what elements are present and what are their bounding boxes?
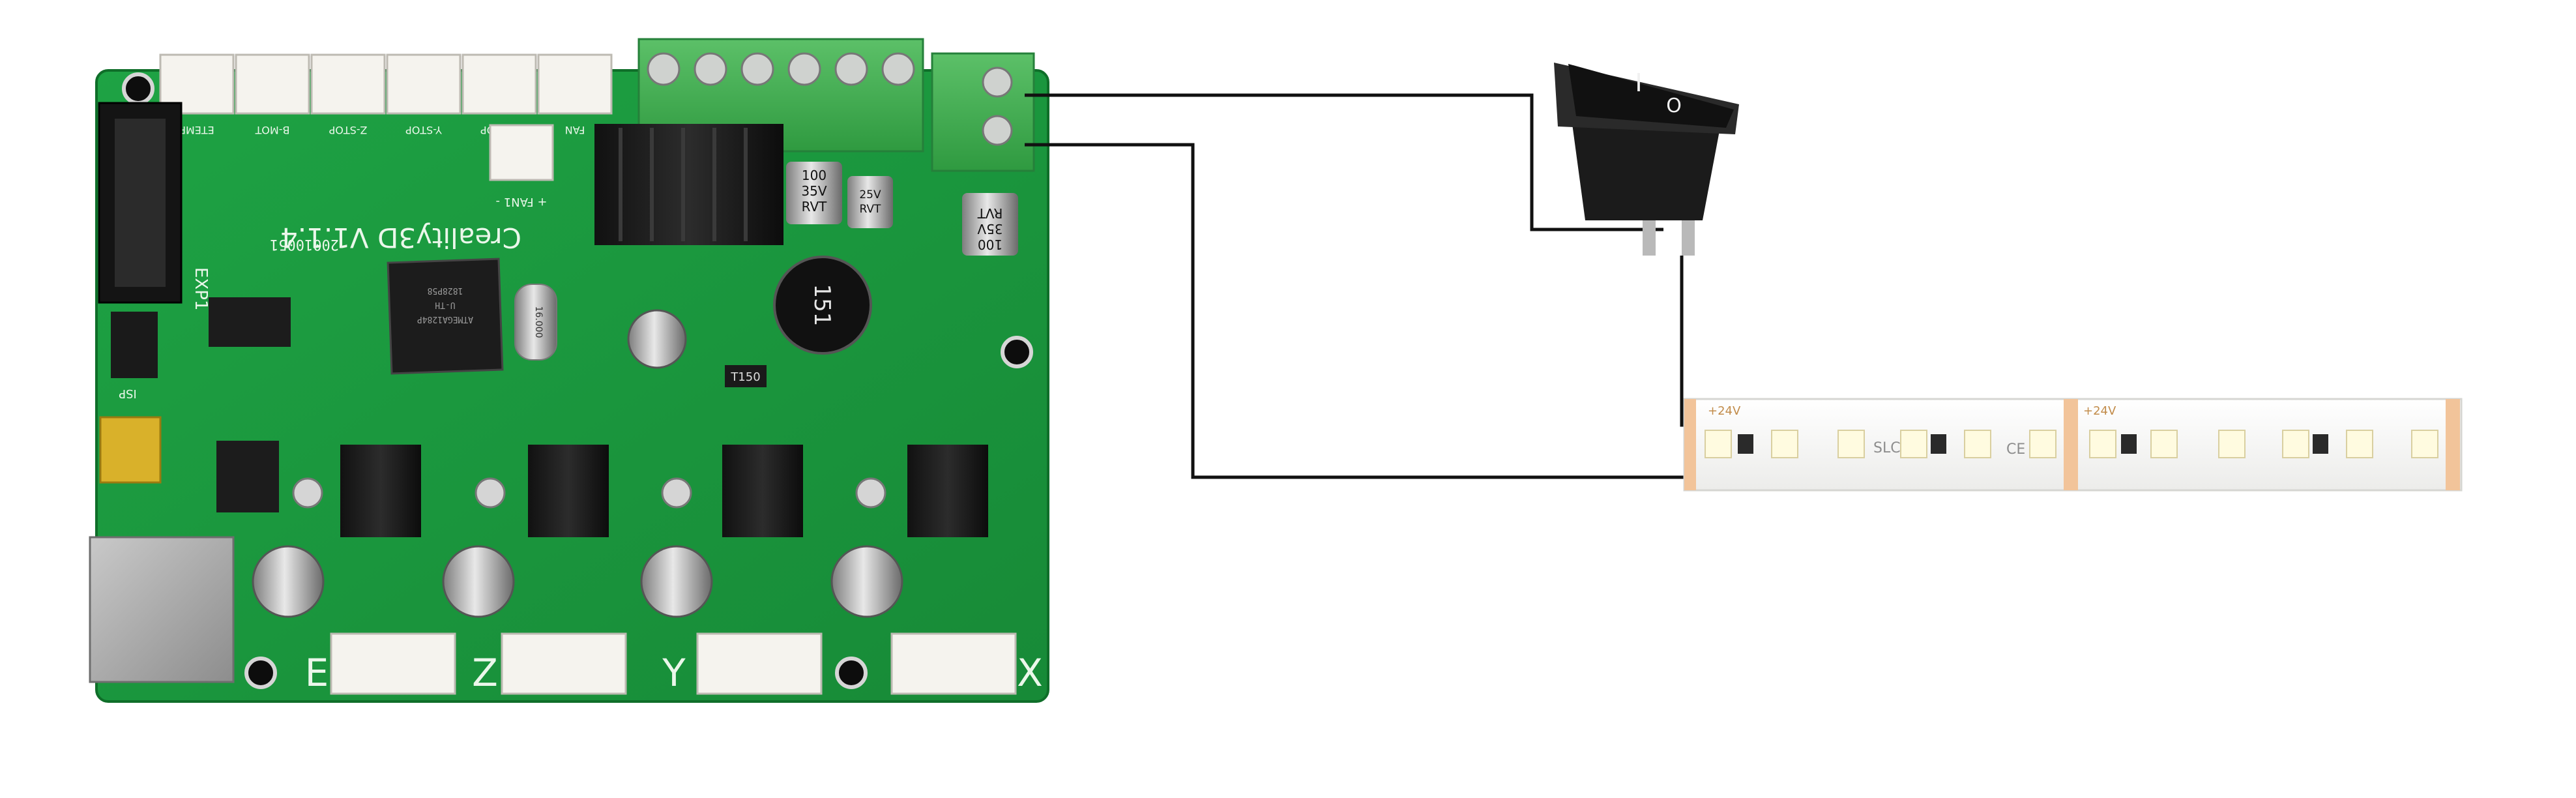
isp-header[interactable] [111, 312, 158, 378]
switch-off-symbol: O [1666, 95, 1682, 117]
axis-label-x: X [1017, 651, 1043, 695]
sd-card-slot[interactable] [89, 536, 235, 683]
strip-leds [1705, 430, 2438, 458]
motor-connectors[interactable] [330, 632, 1017, 695]
motor-connector-z [501, 632, 627, 695]
switch-on-symbol: I [1635, 68, 1642, 97]
connector-bmot[interactable] [235, 53, 310, 115]
inductor-label: 151 [809, 284, 835, 327]
label-bmot: B-MOT [255, 124, 289, 136]
label-etemp: ETEMP [179, 124, 214, 136]
isp-label: ISP [119, 387, 137, 400]
stepper-heatsinks [340, 445, 988, 537]
mcu-line-1: ATMEGA1284P [417, 314, 473, 324]
capacitor-top-2: 25V RVT [847, 176, 893, 228]
connector-fan[interactable] [537, 53, 613, 115]
strip-voltage-label-2: +24V [2083, 404, 2116, 418]
board-name: Creality3D V1.1.4 [280, 222, 521, 254]
exp1-label: EXP1 [191, 267, 211, 310]
wire-terminal-to-switch [1025, 93, 1663, 231]
terminal-screws [647, 52, 915, 86]
axis-label-e: E [305, 651, 329, 695]
strip-mark-text: SLC [1873, 440, 1901, 456]
switch-rocker[interactable] [1568, 64, 1734, 128]
connector-xstop[interactable] [461, 53, 537, 115]
connector-fan1[interactable] [489, 124, 554, 181]
strip-resistors [1738, 434, 2328, 454]
strip-ce-text: CE [2006, 441, 2025, 458]
mounting-hole [835, 657, 868, 689]
label-fan: FAN [565, 124, 585, 136]
label-ystop: Y-STOP [405, 124, 443, 136]
motor-connector-e [330, 632, 456, 695]
main-heatsink [594, 124, 783, 245]
power-terminal[interactable] [931, 52, 1035, 172]
svg-text:35V: 35V [801, 183, 827, 199]
main-heatsink-fins [619, 128, 748, 241]
mcu-chip [387, 258, 504, 375]
mcu-line-3: 1828P58 [428, 286, 463, 295]
strip-solder-pad-right [2446, 399, 2460, 490]
capacitor-top-1: 100 35V RVT [786, 162, 842, 224]
power-terminal-screw-2 [982, 115, 1013, 146]
svg-text:25V: 25V [859, 188, 881, 201]
strip-solder-pad-mid [2064, 399, 2078, 490]
diode-label: T150 [730, 370, 760, 384]
inductor [773, 256, 872, 355]
svg-text:RVT: RVT [802, 199, 827, 214]
power-terminal-screw-1 [982, 66, 1013, 98]
connector-ystop[interactable] [386, 53, 461, 115]
motor-connector-y [696, 632, 823, 695]
ch340-chip [216, 441, 279, 512]
mcu-line-2: U-TH [435, 300, 455, 310]
svg-text:RVT: RVT [977, 205, 1003, 221]
date-code: 20010051 [270, 236, 339, 252]
led-strip: +24V +24V SLC CE [1683, 398, 2463, 492]
capacitor-mid [627, 309, 687, 369]
motor-connector-x [890, 632, 1017, 695]
fan1-label: + FAN1 - [496, 195, 548, 209]
usb-chip [209, 297, 291, 347]
capacitors-bottom [252, 545, 903, 618]
switch-terminal-2 [1682, 215, 1695, 256]
strip-solder-pad-left [1684, 399, 1696, 490]
trim-pots[interactable] [292, 477, 886, 509]
mounting-hole [1001, 336, 1033, 368]
axis-label-y: Y [662, 651, 686, 695]
svg-text:100: 100 [802, 168, 827, 183]
label-zstop: Z-STOP [329, 124, 367, 136]
wire-terminal-to-strip [1025, 143, 1708, 479]
crystal [514, 284, 557, 361]
strip-voltage-label-1: +24V [1708, 404, 1741, 418]
exp1-header-slot [115, 119, 166, 287]
switch-terminal-1 [1643, 215, 1656, 256]
rocker-switch[interactable]: I O [1554, 63, 1739, 256]
svg-text:100: 100 [978, 237, 1003, 252]
controller-board: ETEMP B-MOT Z-STOP Y-STOP X-STOP FAN + F… [89, 38, 1049, 703]
mounting-hole [244, 657, 277, 689]
capacitor-top-3: 100 35V RVT [962, 193, 1018, 256]
pcb [95, 69, 1049, 703]
svg-text:RVT: RVT [860, 203, 882, 216]
mounting-hole [122, 72, 154, 105]
top-connectors: ETEMP B-MOT Z-STOP Y-STOP X-STOP FAN [159, 53, 613, 136]
svg-text:35V: 35V [977, 221, 1003, 237]
connector-zstop[interactable] [310, 53, 386, 115]
crystal-label: 16.000 [533, 306, 544, 338]
usb-port[interactable] [99, 416, 162, 484]
axis-label-z: Z [472, 651, 498, 695]
diode [725, 365, 767, 387]
switch-housing [1572, 124, 1721, 220]
